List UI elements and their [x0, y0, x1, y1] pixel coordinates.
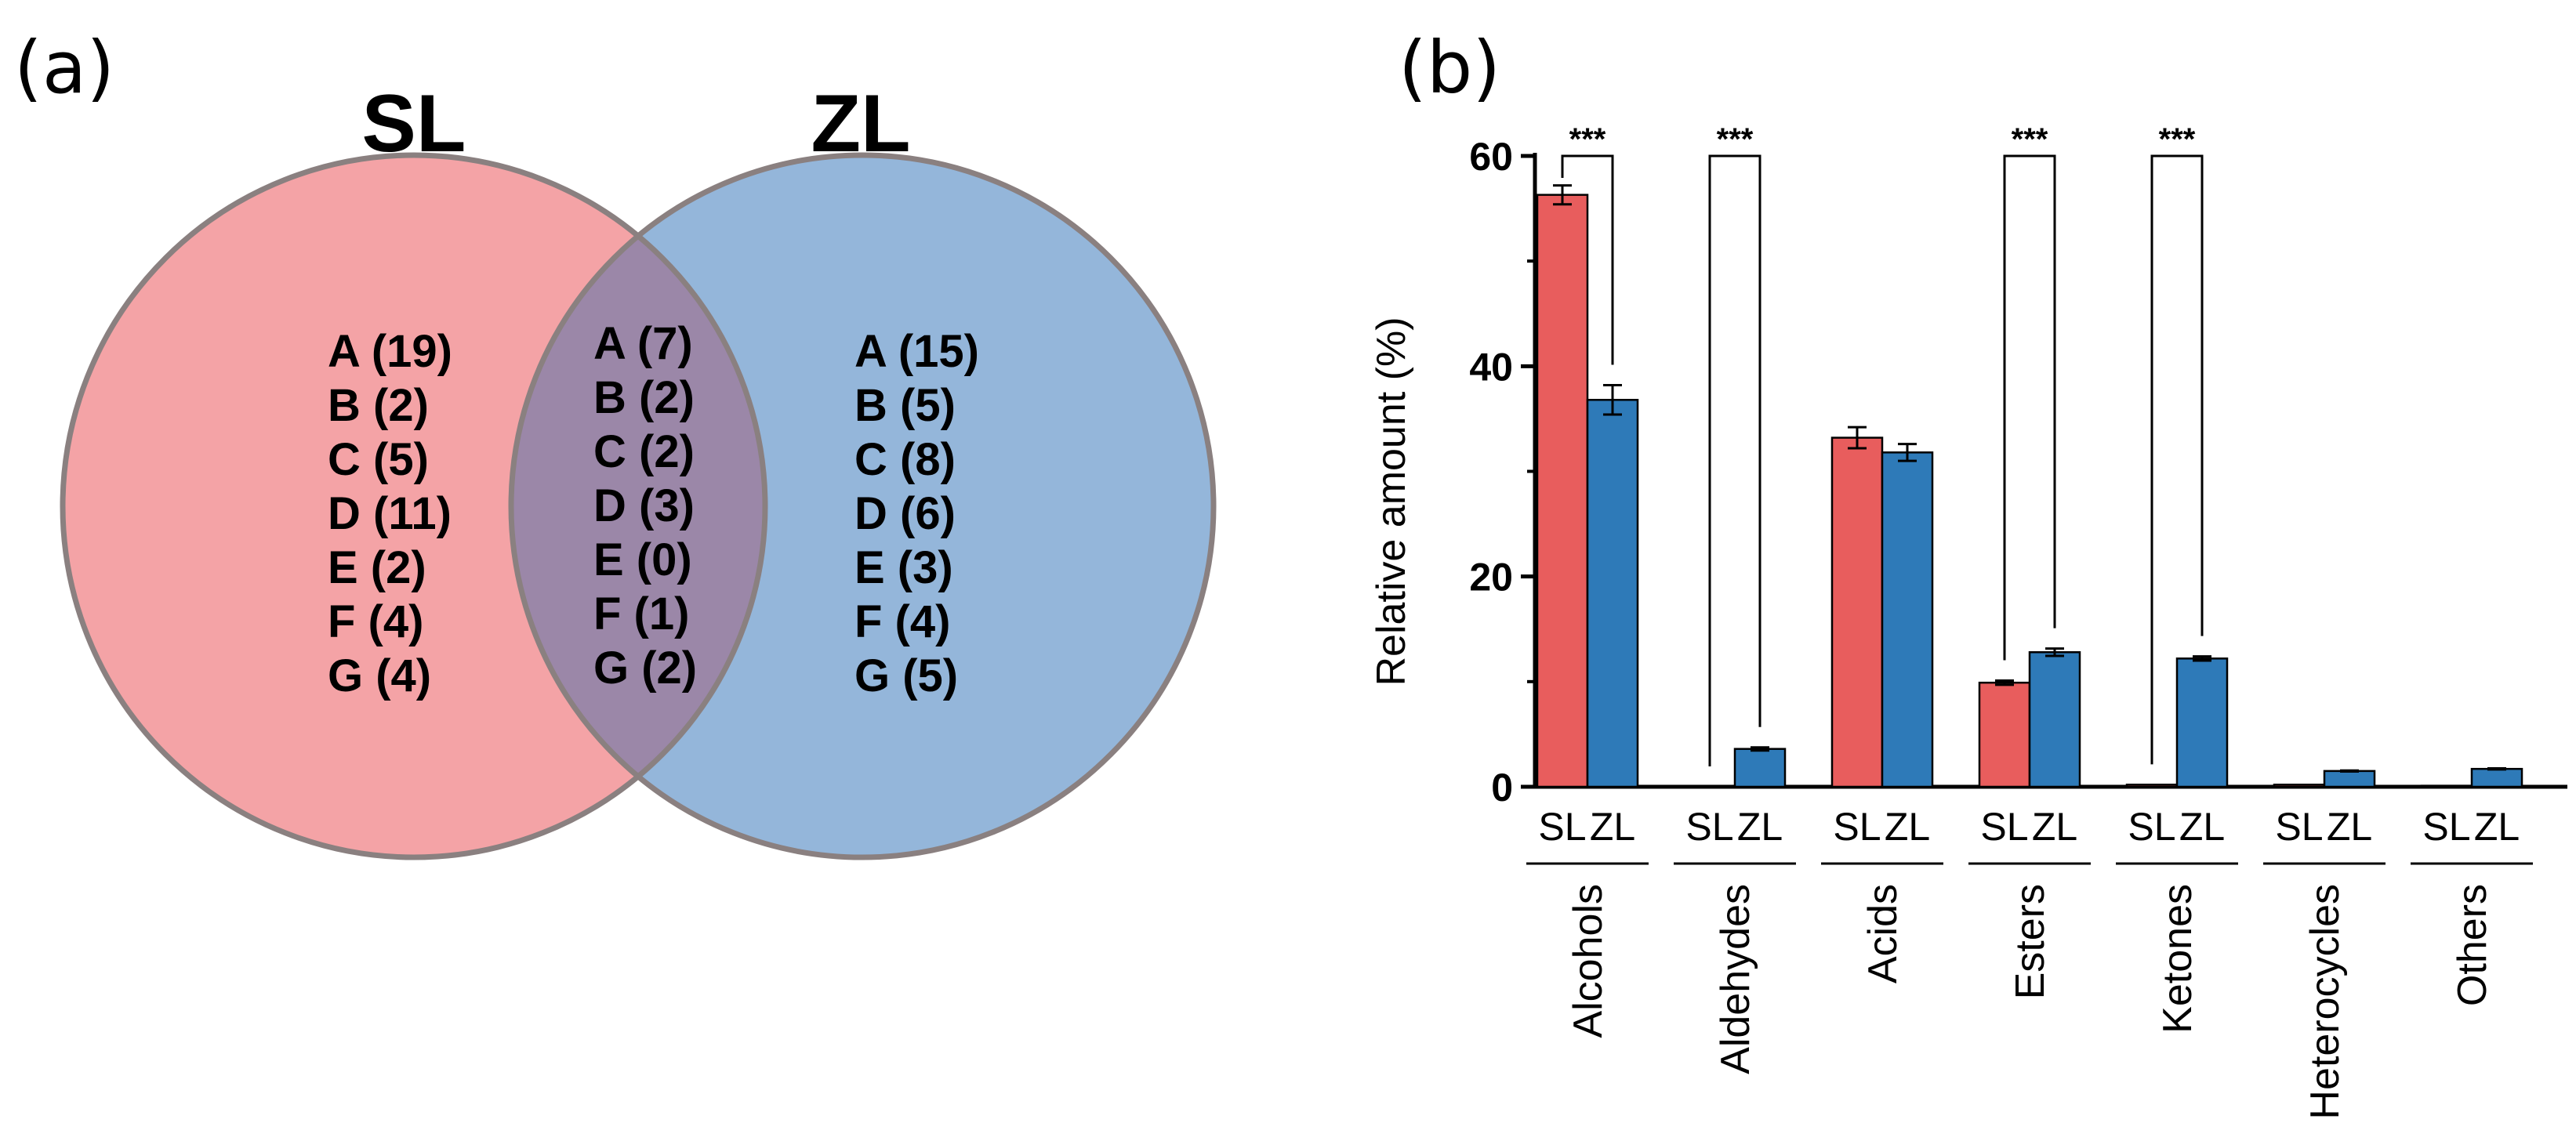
x-category-label-heterocycles: Heterocycles	[2302, 884, 2348, 1120]
bar-alcohols-sl	[1536, 194, 1589, 788]
y-tick-label: 40	[1469, 345, 1513, 389]
significance-bracket-aldehydes	[1708, 154, 1761, 766]
bar-heterocycles-sl	[2273, 784, 2326, 788]
x-category-label-esters: Esters	[2008, 884, 2053, 999]
bar-acids-zl	[1881, 451, 1934, 788]
venn-intersection-list: A (7)B (2)C (2)D (3)E (0)F (1)G (2)	[593, 318, 697, 694]
venn-intersection-item: C (2)	[593, 426, 695, 477]
x-group-label-sl: SL	[1685, 805, 1733, 849]
x-group-label-sl: SL	[1833, 805, 1881, 849]
x-group-label-zl: ZL	[1737, 805, 1783, 849]
bar-esters-sl	[1978, 681, 2031, 788]
significance-label-alcohols: ***	[1569, 122, 1606, 157]
significance-bracket-esters	[2003, 154, 2056, 661]
venn-sl-item: C (5)	[328, 434, 429, 485]
bar-ketones-zl	[2175, 657, 2229, 788]
x-group-label-zl: ZL	[2032, 805, 2077, 849]
x-group-label-sl: SL	[2422, 805, 2470, 849]
x-group-label-sl: SL	[2275, 805, 2323, 849]
venn-sl-item: D (11)	[328, 488, 452, 539]
significance-brackets: *** *** *** ***	[1561, 122, 2204, 766]
y-tick-label: 60	[1469, 135, 1513, 179]
y-axis-label: Relative amount (%)	[1369, 317, 1414, 686]
venn-intersection-item: F (1)	[593, 589, 689, 639]
x-group-label-zl: ZL	[2327, 805, 2372, 849]
chart-axes: 0 20 40 60	[1469, 135, 2567, 809]
bar-ketones-sl	[2125, 784, 2179, 788]
venn-zl-item: G (5)	[854, 650, 958, 701]
venn-zl-item: A (15)	[854, 326, 979, 377]
x-category-label-acids: Acids	[1860, 884, 1906, 983]
venn-intersection-item: G (2)	[593, 643, 697, 694]
significance-label-aldehydes: ***	[1717, 122, 1754, 157]
venn-sl-item: G (4)	[328, 650, 431, 701]
venn-zl-only-list: A (15)B (5)C (8)D (6)E (3)F (4)G (5)	[854, 326, 979, 701]
bar-aldehydes-zl	[1733, 748, 1787, 788]
x-group-label-zl: ZL	[2179, 805, 2225, 849]
panel-label-b: (b)	[1399, 26, 1500, 110]
significance-label-ketones: ***	[2159, 122, 2196, 157]
x-category-label-ketones: Ketones	[2155, 884, 2200, 1034]
x-group-label-sl: SL	[1980, 805, 2028, 849]
venn-zl-item: E (3)	[854, 542, 953, 593]
venn-intersection-item: E (0)	[593, 534, 692, 585]
venn-sl-item: F (4)	[328, 596, 423, 647]
x-group-label-zl: ZL	[1590, 805, 1635, 849]
venn-sl-item: B (2)	[328, 380, 429, 431]
significance-label-esters: ***	[2012, 122, 2048, 157]
x-category-label-others: Others	[2450, 884, 2495, 1006]
y-tick-label: 0	[1491, 766, 1513, 809]
venn-outline-zl	[508, 152, 1217, 860]
venn-set-title-zl: ZL	[811, 78, 910, 169]
venn-intersection-item: A (7)	[593, 318, 693, 369]
venn-intersection-item: D (3)	[593, 480, 695, 531]
venn-set-title-sl: SL	[362, 78, 466, 169]
x-group-label-zl: ZL	[1885, 805, 1930, 849]
panel-label-a: (a)	[14, 26, 114, 110]
significance-bracket-ketones	[2150, 154, 2204, 765]
chart-bars	[1536, 184, 2523, 788]
x-group-label-sl: SL	[1538, 805, 1586, 849]
venn-zl-item: D (6)	[854, 488, 956, 539]
venn-zl-item: B (5)	[854, 380, 956, 431]
bar-acids-sl	[1830, 436, 1884, 788]
venn-sl-only-list: A (19)B (2)C (5)D (11)E (2)F (4)G (4)	[328, 326, 452, 701]
significance-bracket-alcohols	[1561, 154, 1614, 365]
venn-sl-item: E (2)	[328, 542, 426, 593]
x-category-label-alcohols: Alcohols	[1566, 884, 1611, 1038]
venn-zl-item: C (8)	[854, 434, 956, 485]
bar-alcohols-zl	[1586, 399, 1639, 788]
bar-heterocycles-zl	[2323, 770, 2376, 788]
bar-others-zl	[2470, 767, 2523, 788]
x-category-label-aldehydes: Aldehydes	[1713, 884, 1758, 1074]
venn-diagram: (a) SL ZL A (19)B (2)C (5)D (11)E (2)F (…	[14, 26, 1217, 860]
x-group-label-zl: ZL	[2474, 805, 2520, 849]
bar-others-sl	[2420, 784, 2473, 788]
venn-outline-sl	[60, 152, 768, 860]
venn-overlap-region	[511, 155, 765, 857]
venn-sl-item: A (19)	[328, 326, 452, 377]
venn-intersection-item: B (2)	[593, 372, 695, 423]
venn-zl-item: F (4)	[854, 596, 950, 647]
y-tick-label: 20	[1469, 556, 1513, 599]
bar-esters-zl	[2028, 651, 2081, 788]
x-group-label-sl: SL	[2128, 805, 2175, 849]
